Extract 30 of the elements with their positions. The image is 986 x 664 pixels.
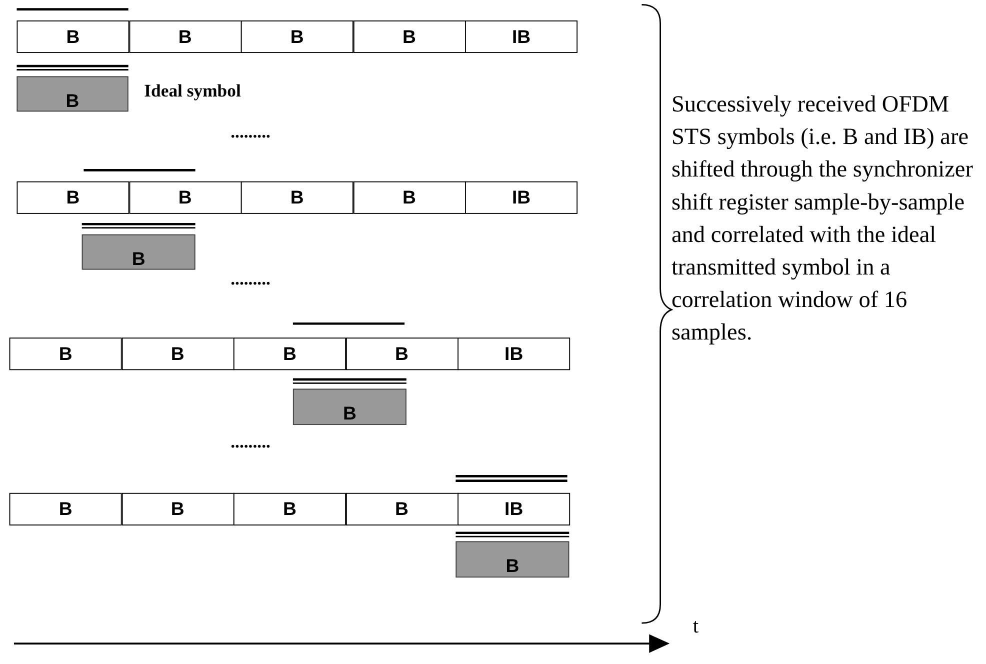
symbol-cell: B — [352, 20, 466, 53]
symbol-cell: IB — [458, 492, 570, 526]
ideal-symbol-box: B — [16, 76, 128, 112]
symbol-cell: B — [233, 492, 346, 526]
symbol-cell: IB — [458, 338, 570, 370]
ideal-symbol-box: B — [456, 541, 570, 578]
ellipsis-dots: ......... — [230, 122, 270, 144]
symbol-cell: B — [346, 338, 458, 370]
symbol-cell: B — [233, 338, 346, 370]
symbol-cell: B — [128, 181, 242, 214]
symbol-cell: B — [16, 181, 130, 214]
ideal-symbol-box: B — [82, 234, 196, 270]
symbol-cell: B — [240, 20, 354, 53]
ellipsis-dots: ......... — [230, 432, 270, 453]
symbol-cell: IB — [465, 181, 578, 214]
symbol-cell: B — [346, 492, 458, 526]
symbol-cell: B — [121, 338, 234, 370]
ideal-symbol-label: Ideal symbol — [144, 82, 241, 102]
ellipsis-dots: ......... — [230, 270, 270, 290]
symbol-cell: B — [128, 20, 242, 53]
description-text: Successively received OFDM STS symbols (i.e. B and IB) are shifted through the synchronizer shift register sample-by-sample and correlated with the ideal transmitted symbol in a correlation window of 16 samples. — [671, 91, 974, 348]
symbol-cell: B — [9, 492, 122, 526]
symbol-cell: IB — [465, 20, 578, 53]
time-label: t — [692, 614, 699, 638]
symbol-cell: B — [16, 20, 130, 53]
symbol-cell: B — [352, 181, 466, 214]
symbol-cell: B — [9, 338, 122, 370]
symbol-cell: B — [121, 492, 234, 526]
ideal-symbol-box: B — [292, 388, 406, 425]
symbol-cell: B — [240, 181, 354, 214]
